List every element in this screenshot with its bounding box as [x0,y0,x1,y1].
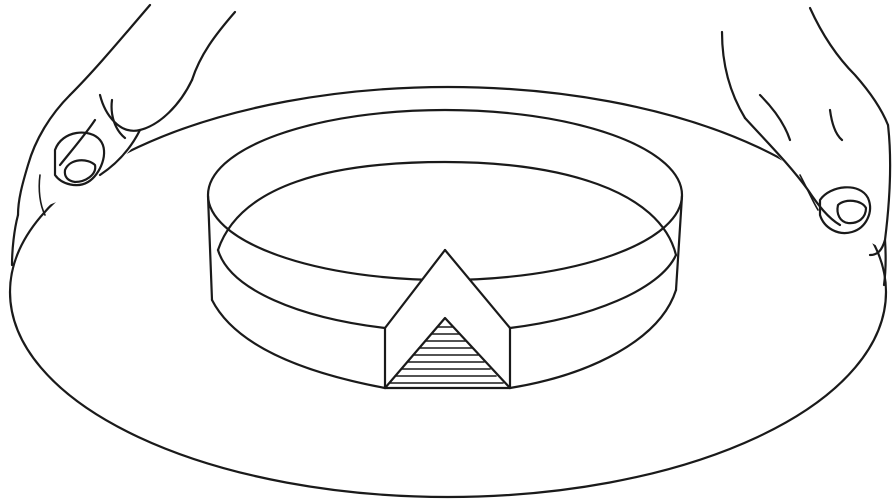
left-hand [18,5,235,215]
cake-bottom-left-edge [212,300,385,388]
cake-inner-rim-right [510,255,676,328]
cake-bottom-right-edge [510,290,676,388]
cut-slice [385,250,510,388]
right-hand [720,5,894,255]
cake-top-inner-edge [218,162,676,255]
